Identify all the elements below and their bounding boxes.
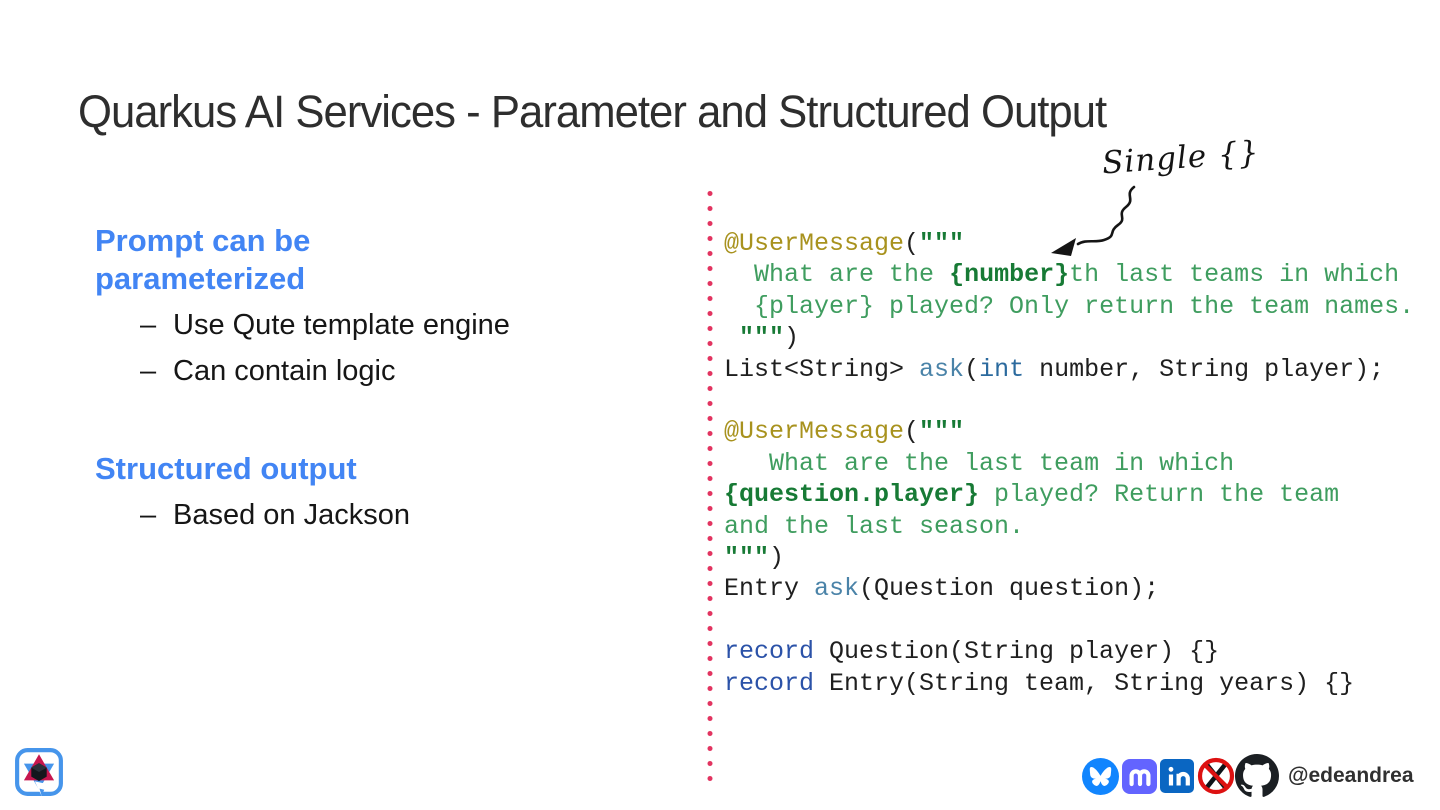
code-line: """) — [724, 543, 785, 573]
left-column: Prompt can be parameterized – Use Qute t… — [95, 222, 615, 538]
code-line: record Question(String player) {} — [724, 637, 1220, 667]
bullet-dash: – — [140, 499, 157, 531]
bullet-list: – Use Qute template engine – Can contain… — [95, 302, 615, 394]
bullet-dash: – — [140, 309, 157, 341]
mastodon-icon[interactable] — [1122, 758, 1157, 794]
bullet-text: Can contain logic — [173, 355, 396, 387]
section-prompt-parameterized: Prompt can be parameterized – Use Qute t… — [95, 222, 615, 394]
section-heading: Prompt can be parameterized — [95, 223, 311, 296]
slide-title: Quarkus AI Services - Parameter and Stru… — [78, 86, 1107, 138]
code-line: and the last season. — [724, 511, 1025, 541]
bluesky-icon[interactable] — [1082, 757, 1119, 795]
social-handle: @edeandrea — [1288, 764, 1414, 787]
bullet-dash: – — [140, 355, 157, 387]
social-bar: @edeandrea — [1082, 752, 1414, 800]
code-line: @UserMessage(""" — [724, 417, 965, 447]
github-icon[interactable] — [1235, 754, 1279, 798]
code-line: {player} played? Only return the team na… — [754, 291, 1415, 321]
quarkus-logo — [15, 748, 63, 796]
linkedin-icon[interactable] — [1160, 759, 1194, 793]
code-line: List<String> ask(int number, String play… — [724, 354, 1385, 384]
code-line: {question.player} played? Return the tea… — [724, 480, 1340, 510]
dotted-divider — [707, 186, 713, 786]
code-line: """) — [739, 323, 800, 353]
bullet-list: – Based on Jackson — [95, 492, 615, 538]
code-line: What are the {number}th last teams in wh… — [754, 260, 1400, 290]
bullet-item: – Based on Jackson — [95, 492, 615, 538]
section-structured-output: Structured output – Based on Jackson — [95, 450, 615, 538]
code-line — [724, 385, 1414, 416]
bullet-text: Use Qute template engine — [173, 309, 510, 341]
code-line: @UserMessage(""" — [724, 229, 965, 258]
code-annotation-label: Single {} — [1100, 134, 1261, 182]
code-block: @UserMessage(""" What are the {number}th… — [724, 228, 1414, 699]
code-line — [724, 605, 1414, 636]
bullet-item: – Can contain logic — [95, 348, 615, 394]
code-line: Entry ask(Question question); — [724, 574, 1160, 604]
section-heading: Structured output — [95, 451, 357, 486]
x-banned-icon[interactable] — [1194, 754, 1238, 798]
bullet-item: – Use Qute template engine — [95, 302, 615, 348]
code-line: record Entry(String team, String years) … — [724, 668, 1355, 698]
bullet-text: Based on Jackson — [173, 499, 410, 531]
squiggly-arrow-icon — [1051, 185, 1136, 256]
code-line: What are the last team in which — [769, 448, 1235, 478]
